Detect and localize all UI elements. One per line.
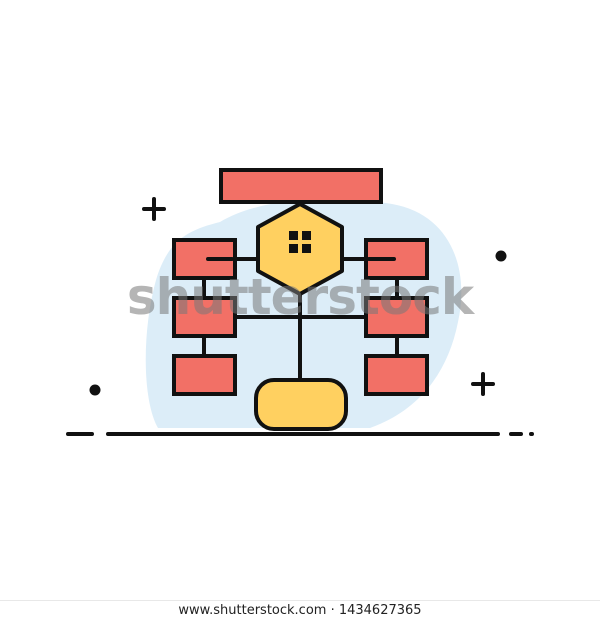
flowchart-hexagon xyxy=(256,202,344,296)
dot-sparkle-icon xyxy=(89,384,101,396)
flowchart-top-bar xyxy=(219,168,383,204)
flowchart-box xyxy=(172,296,237,338)
plus-sparkle-icon xyxy=(471,372,495,396)
dot-sparkle-icon xyxy=(495,250,507,262)
flowchart-terminal xyxy=(254,378,348,431)
flowchart-box xyxy=(172,354,237,396)
grid-icon xyxy=(289,231,311,253)
plus-sparkle-icon xyxy=(142,197,166,221)
footer-credit: www.shutterstock.com · 1434627365 xyxy=(0,600,600,620)
flowchart-box xyxy=(364,296,429,338)
flowchart-box xyxy=(172,238,237,280)
flowchart-box xyxy=(364,354,429,396)
flowchart-icon xyxy=(66,168,534,436)
